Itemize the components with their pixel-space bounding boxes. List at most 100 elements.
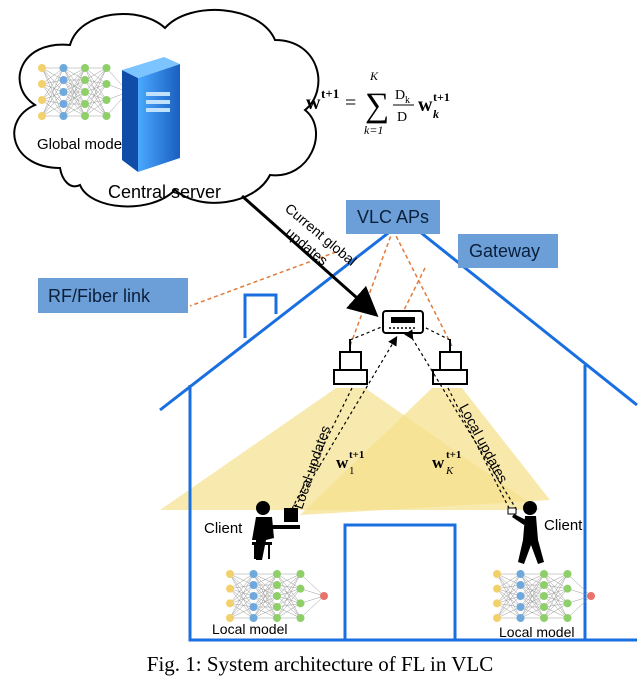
nn-edge [41,67,64,105]
weight-left-sub: 1 [349,465,355,477]
nn-edge [276,595,301,604]
weight-right-sub: K [445,465,454,477]
nn-edge [496,588,521,619]
lamp-icon [432,339,468,385]
central-server-label: Central server [108,182,221,202]
nn-node [273,603,281,611]
nn-node [102,80,111,88]
nn-edge [543,573,568,597]
nn-node [59,88,68,96]
nn-node [59,112,68,120]
nn-edge [567,588,592,597]
nn-edge [567,573,592,597]
nn-node [516,592,525,600]
tag-vlc-aps-text: VLC APs [357,207,429,227]
nn-node [320,592,328,600]
eq-sum-lower: k=1 [364,123,383,137]
nn-node [249,592,258,600]
global-model-label: Global model [37,136,125,153]
nn-edge [229,595,254,619]
nn-edge [496,584,521,619]
nn-edge [543,595,568,604]
nn-node [59,64,68,72]
nn-node [296,599,305,608]
nn-edge [276,588,301,608]
nn-node [587,592,595,600]
figure-caption: Fig. 1: System architecture of FL in VLC [146,652,494,676]
nn-node [563,614,572,622]
eq-sum-sign: ∑ [365,87,389,124]
nn-edge [276,595,301,619]
nn-edge [63,67,86,81]
nn-node [563,584,572,593]
light-cones [160,388,550,515]
nn-edge [229,573,254,619]
nn-edge [543,573,568,619]
nn-edge [229,573,254,597]
nn-node [516,570,525,578]
nn-edge [229,595,254,604]
eq-sum-upper: K [369,69,379,83]
tag-gateway-text: Gateway [469,241,540,261]
nn-edge [543,584,568,619]
nn-node [59,100,68,108]
nn-node [296,614,305,622]
nn-edge [520,573,545,586]
nn-node [516,603,525,611]
nn-edge [253,573,278,597]
nn-edge [253,573,278,608]
nn-edge [229,588,254,608]
house-outline [159,218,638,642]
nn-node [102,64,111,72]
local-model-left-label: Local model [212,621,288,637]
nn-edge [496,573,521,608]
nn-edge [84,83,107,117]
nn-node [493,584,501,593]
nn-edge [41,99,64,117]
nn-edge [41,91,64,117]
nn-edge [496,573,521,589]
nn-edge [41,83,64,105]
nn-edge [276,573,301,608]
nn-edge [543,584,568,604]
weight-right: w K t+1 [432,449,461,477]
nn-edge [543,573,568,586]
nn-node [516,614,525,622]
nn-edge [496,606,521,619]
eq-rhs-sub: k [433,107,439,121]
eq-lhs: w [306,92,321,114]
nn-edge [84,103,107,117]
nn-edge [276,606,301,619]
nn-edge [41,67,64,101]
nn-node [81,88,89,96]
person-with-phone-icon [507,501,544,564]
nn-edge [300,595,325,619]
nn-node [249,614,258,622]
nn-edge [229,603,254,619]
local-update-links [289,325,519,514]
nn-edge [543,588,568,597]
tag-rf-link: RF/Fiber link [38,278,188,313]
nn-edge [41,67,64,117]
nn-node [273,570,281,578]
nn-edge [543,573,568,589]
nn-edge [276,588,301,619]
tag-rf-link-text: RF/Fiber link [48,286,151,306]
nn-edge [300,588,325,597]
nn-node [540,570,548,578]
nn-edge [41,79,64,101]
nn-edge [63,79,86,117]
nn-edge [84,67,107,101]
nn-edge [496,573,521,586]
nn-edge [41,67,64,93]
nn-edge [41,67,64,81]
nn-node [81,112,89,120]
nn-edge [63,103,86,117]
nn-edge [543,588,568,608]
nn-edge [253,606,278,619]
global-update-arrow [241,194,379,317]
nn-edge [543,603,568,619]
nn-edge [84,99,107,117]
nn-edge [229,573,254,604]
nn-node [226,599,234,608]
